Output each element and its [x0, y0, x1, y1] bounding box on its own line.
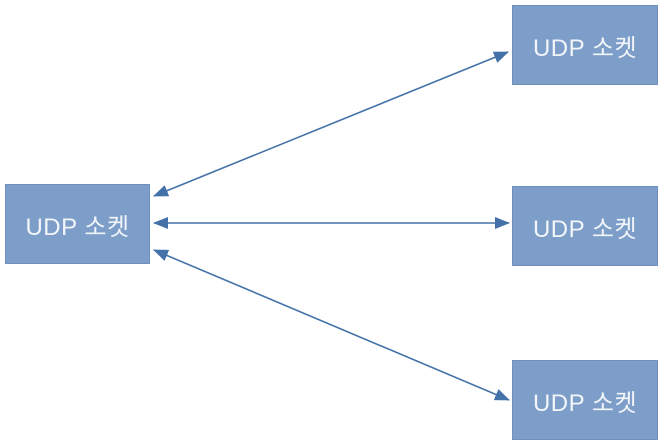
node-udp-socket-right-bottom: UDP 소켓 [512, 360, 658, 440]
node-label: UDP 소켓 [532, 215, 638, 243]
edge-left-to-right-top [153, 51, 509, 197]
node-label: UDP 소켓 [532, 34, 638, 62]
node-udp-socket-right-top: UDP 소켓 [512, 5, 658, 85]
node-udp-socket-right-middle: UDP 소켓 [512, 186, 658, 266]
node-label: UDP 소켓 [532, 389, 638, 417]
edge-left-to-right-bottom [153, 249, 510, 401]
node-label: UDP 소켓 [25, 213, 130, 241]
node-udp-socket-left: UDP 소켓 [5, 184, 150, 264]
